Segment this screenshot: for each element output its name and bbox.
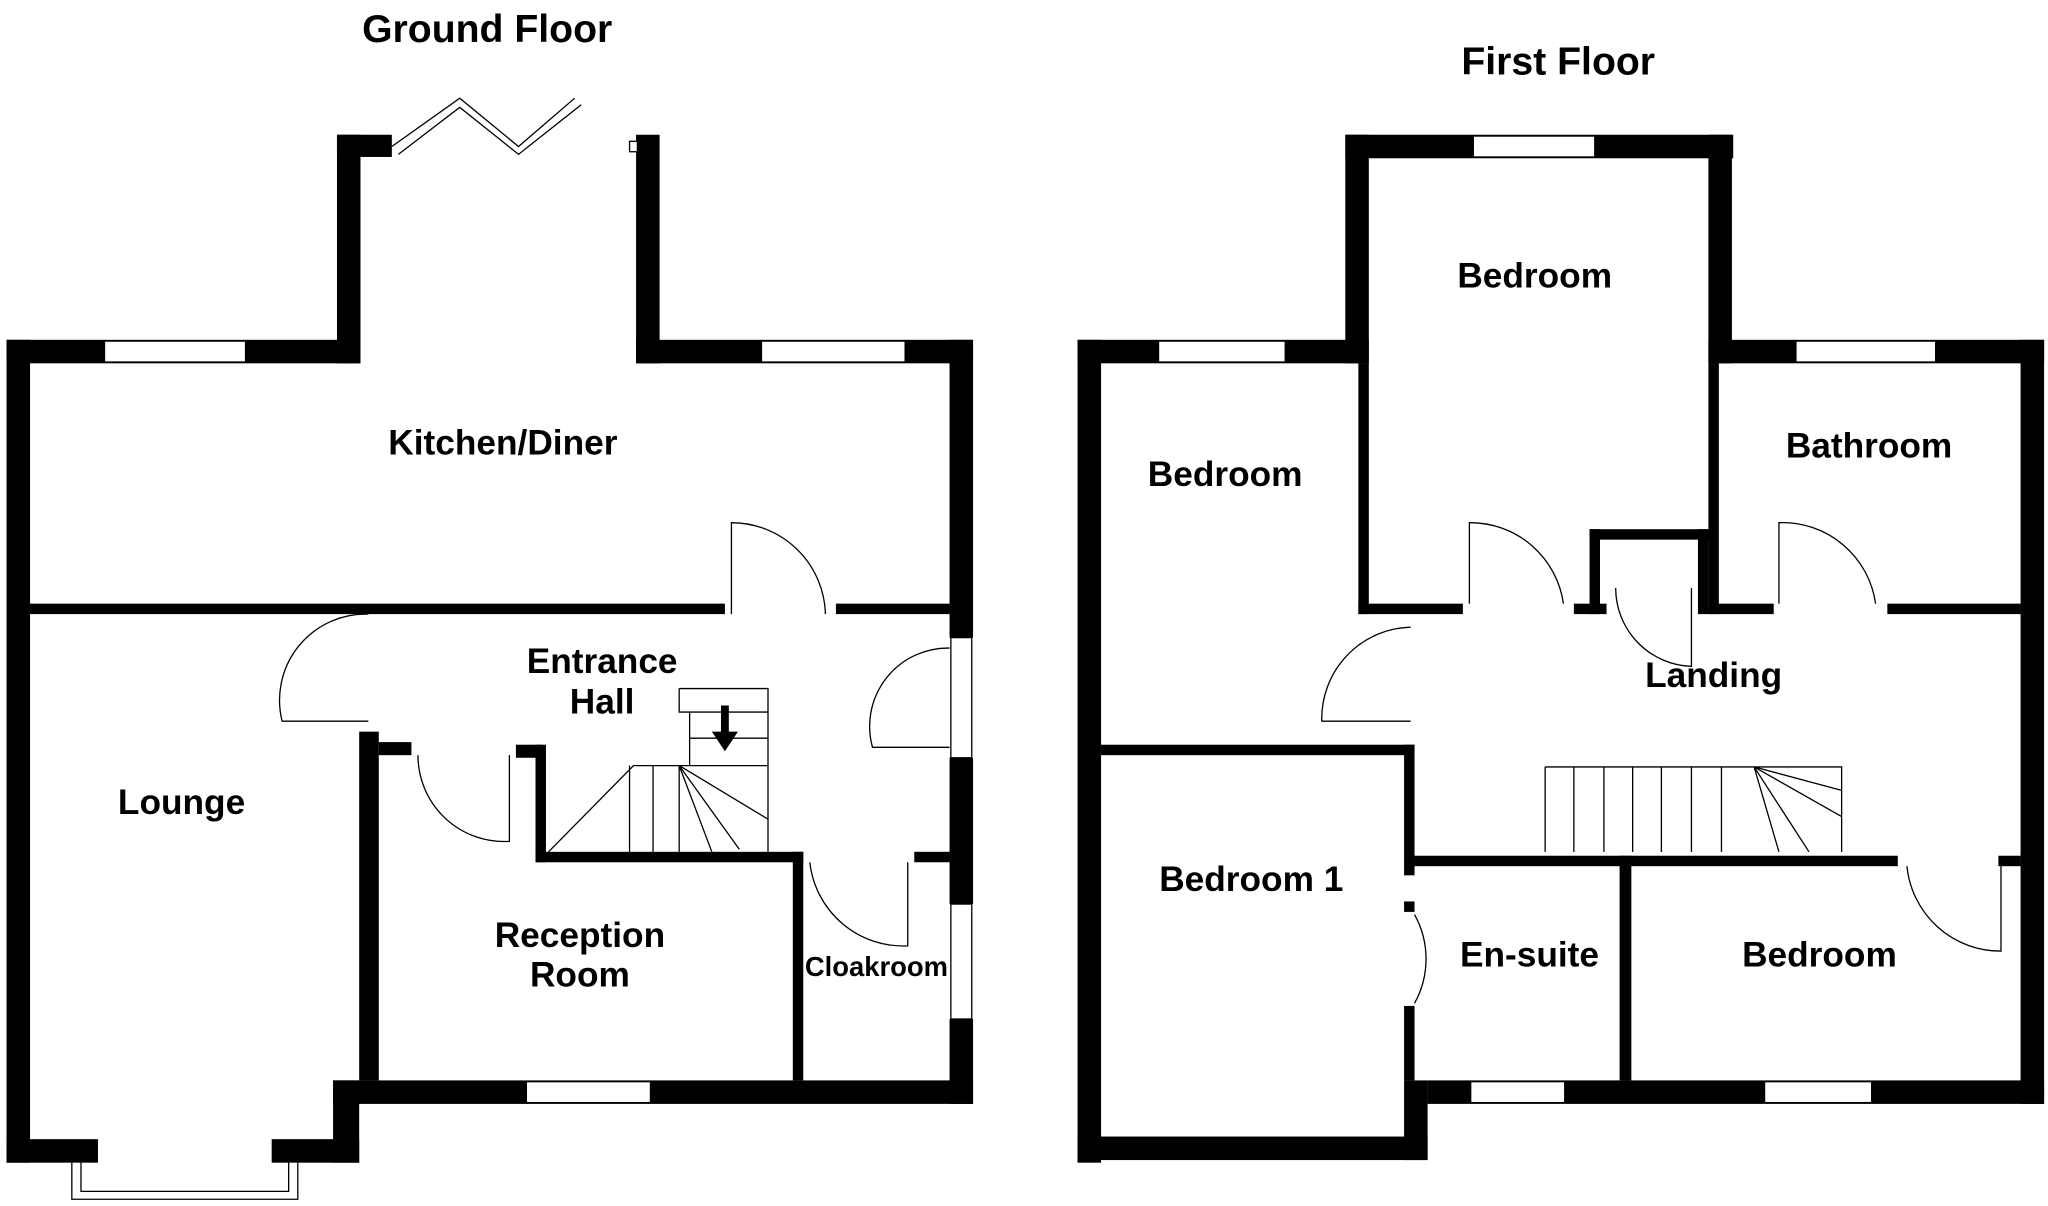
plan-line — [1544, 766, 1843, 853]
room-label-reception-2: Room — [530, 955, 630, 994]
wall — [6, 1139, 98, 1163]
wall — [1887, 603, 2021, 615]
plan-line — [1413, 914, 1427, 1004]
plan-line — [809, 862, 909, 947]
room-label-bedroom-left: Bedroom — [1148, 455, 1303, 494]
window — [103, 340, 247, 363]
plan-line — [1468, 522, 1565, 604]
room-label-lounge: Lounge — [118, 783, 245, 822]
staircase — [548, 687, 769, 853]
room-label-ensuite: En-suite — [1460, 936, 1599, 975]
wall — [1077, 1136, 1428, 1161]
wall — [636, 134, 660, 364]
room-label-bathroom: Bathroom — [1786, 426, 1952, 465]
window — [1763, 1081, 1873, 1104]
wall — [1404, 901, 1415, 912]
ground-floor-plan: Ground Floor — [6, 8, 974, 1200]
wall — [1998, 855, 2021, 867]
wall — [1077, 339, 1102, 1163]
wall — [1427, 1080, 2045, 1104]
window — [1157, 340, 1286, 363]
staircase — [1544, 766, 1843, 853]
plan-line — [278, 613, 369, 722]
wall — [535, 744, 546, 863]
window — [760, 340, 906, 363]
wall — [1589, 529, 1600, 615]
room-label-bedroom-top: Bedroom — [1457, 257, 1612, 296]
window — [1472, 135, 1596, 158]
window — [1470, 1081, 1566, 1104]
ground-floor-title: Ground Floor — [362, 8, 612, 51]
wall — [1358, 603, 1463, 615]
plan-line — [1615, 587, 1693, 668]
wall — [1358, 363, 1369, 615]
wall — [1708, 603, 1774, 615]
wall — [1414, 855, 1898, 867]
wall — [1708, 363, 1719, 615]
plan-line — [1321, 626, 1411, 722]
room-label-entrance-hall: Entrance — [527, 642, 678, 681]
wall — [28, 603, 725, 615]
wall — [1697, 529, 1709, 615]
wall — [949, 339, 974, 638]
plan-line — [628, 140, 639, 153]
plan-line — [1906, 866, 2002, 952]
wall — [1589, 529, 1709, 540]
wall — [1404, 1080, 1428, 1161]
wall — [336, 134, 392, 157]
room-label-landing: Landing — [1645, 656, 1782, 695]
wall — [2020, 339, 2045, 1104]
first-floor-title: First Floor — [1461, 41, 1655, 84]
room-label-reception: Reception — [495, 916, 665, 955]
wall — [271, 1139, 360, 1163]
room-label-cloakroom: Cloakroom — [805, 951, 948, 982]
door — [730, 522, 827, 615]
wall — [336, 134, 361, 364]
wall — [6, 339, 31, 1163]
plan-line — [391, 97, 582, 156]
wall — [1708, 134, 1732, 364]
window — [950, 903, 973, 1020]
wall — [1101, 744, 1415, 756]
wall — [792, 851, 804, 1081]
down-arrow-icon — [711, 705, 738, 752]
window — [950, 636, 973, 759]
wall — [1404, 744, 1415, 876]
window — [525, 1081, 652, 1104]
wall — [333, 1080, 974, 1104]
wall — [949, 757, 974, 905]
wall — [835, 603, 950, 615]
room-label-bedroom-right: Bedroom — [1742, 936, 1897, 975]
plan-line — [417, 755, 511, 843]
wall — [1345, 134, 1369, 364]
first-floor-plan: First Floor — [1077, 41, 2045, 1163]
wall — [1404, 1005, 1415, 1081]
room-label-bedroom-1: Bedroom 1 — [1159, 860, 1343, 899]
wall — [535, 851, 804, 863]
window — [1795, 340, 1937, 363]
wall — [1619, 855, 1632, 1081]
plan-line — [1778, 522, 1877, 604]
room-label-entrance-hall-2: Hall — [570, 682, 635, 721]
wall — [378, 742, 412, 756]
plan-line — [868, 647, 950, 748]
wall — [359, 731, 379, 1081]
wall — [914, 851, 950, 863]
room-label-kitchen: Kitchen/Diner — [388, 424, 617, 463]
plan-line — [71, 1162, 299, 1200]
